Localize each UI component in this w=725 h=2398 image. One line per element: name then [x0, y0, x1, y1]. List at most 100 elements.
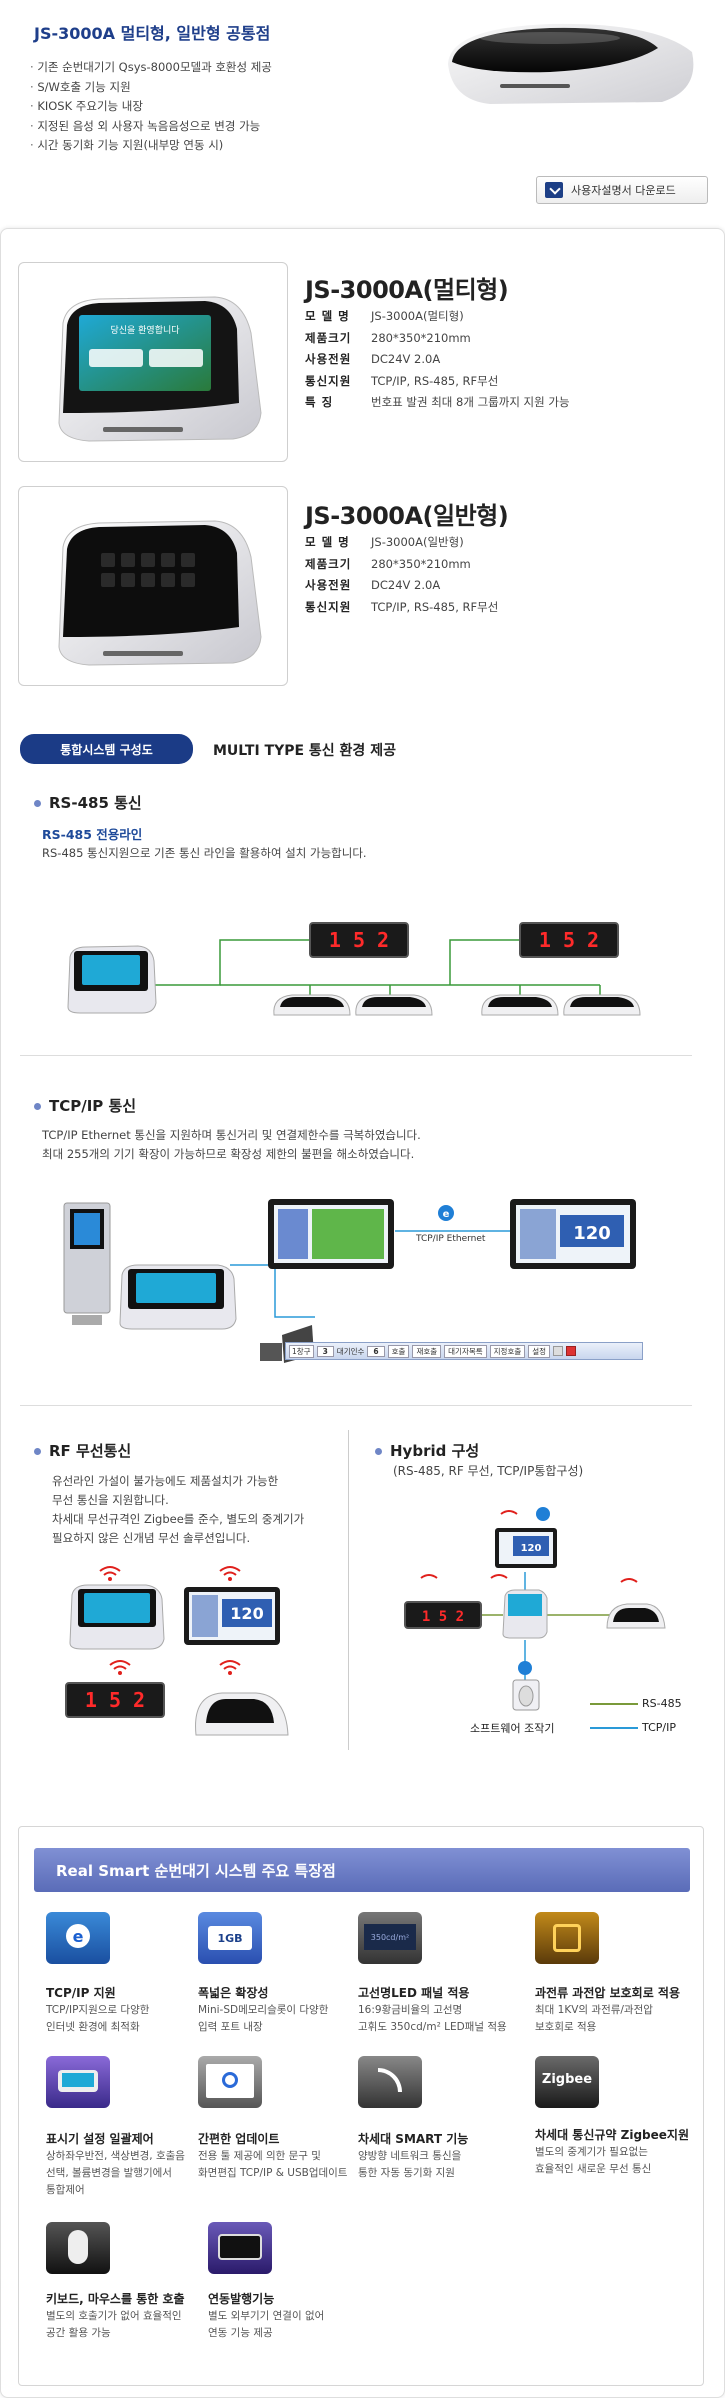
- mouse-icon: [46, 2222, 110, 2274]
- svg-text:1 5 2: 1 5 2: [422, 1609, 464, 1625]
- monitor-image: 120: [495, 1528, 557, 1568]
- rf-description: 유선라인 가설이 불가능에도 제품설치가 가능한 무선 통신을 지원합니다. 차…: [52, 1474, 305, 1545]
- led-display-image: 1 5 2: [65, 1682, 165, 1718]
- manual-download-button[interactable]: 사용자설명서 다운로드: [536, 176, 708, 204]
- product-screen-greeting: 당신을 환영합니다: [110, 324, 180, 336]
- page-title: JS-3000A 멀티형, 일반형 공통점: [34, 24, 271, 43]
- feature-title: 차세대 SMART 기능: [358, 2132, 469, 2146]
- svg-text:e: e: [443, 1209, 450, 1220]
- mouse-controller-image: [512, 1679, 540, 1711]
- led-display-image: 1 5 2: [309, 922, 409, 958]
- feature-title: TCP/IP 지원: [46, 1986, 116, 2000]
- call-pager-image: [606, 1603, 666, 1629]
- linked-ticket-icon: [208, 2222, 272, 2274]
- common-feature-item: S/W호출 기능 지원: [30, 78, 272, 98]
- monitor-image: 120: [184, 1587, 280, 1645]
- toolbar-waiting-label: 대기인수: [336, 1346, 365, 1356]
- ethernet-icon: [518, 1507, 550, 1675]
- ticket-dispenser-image: [67, 945, 157, 1014]
- product-image-standard: [18, 486, 288, 686]
- toolbar-counter-value: 3: [316, 1345, 334, 1357]
- common-feature-item: 시간 동기화 기능 지원(내부망 연동 시): [30, 136, 272, 156]
- product-title-multi: JS-3000A(멀티형): [305, 276, 509, 304]
- monitor-number: 120: [573, 1223, 611, 1244]
- ticket-dispenser-image: [502, 1589, 548, 1639]
- hybrid-diagram: 120 1 5 2: [404, 1507, 666, 1711]
- svg-text:1 5 2: 1 5 2: [85, 1688, 145, 1712]
- led-panel-icon: 350cd/m²: [358, 1912, 422, 1964]
- feature-title: 차세대 통신규약 Zigbee지원: [535, 2128, 689, 2142]
- ethernet-icon: e: [438, 1205, 454, 1221]
- device-control-icon: [46, 2056, 110, 2108]
- toolbar-call-button[interactable]: 호출: [387, 1344, 410, 1358]
- rs485-subheading: RS-485 전용라인: [42, 827, 143, 842]
- wifi-icon: [99, 1566, 241, 1670]
- toolbar-recall-button[interactable]: 재호출: [412, 1344, 442, 1358]
- zigbee-icon: Zigbee: [535, 2056, 599, 2108]
- tcpip-description-1: TCP/IP Ethernet 통신을 지원하며 통신거리 및 연결제한수를 극…: [42, 1128, 421, 1142]
- toolbar-minimize-icon[interactable]: [553, 1346, 564, 1356]
- column-divider: [348, 1430, 349, 1750]
- call-software-toolbar: 1창구 3 대기인수 6 호출 재호출 대기자목록 지정호출 설정: [285, 1342, 643, 1360]
- call-pager-image: [195, 1692, 289, 1736]
- toolbar-assign-button[interactable]: 지정호출: [489, 1344, 526, 1358]
- svg-text:1 5 2: 1 5 2: [539, 928, 599, 952]
- rs485-diagram: 1 5 2 1 5 2: [67, 922, 641, 1016]
- common-feature-item: 기존 순번대기기 Qsys-8000모델과 호환성 제공: [30, 58, 272, 78]
- common-feature-item: 지정된 음성 외 사용자 녹음음성으로 변경 가능: [30, 117, 272, 137]
- sd-card-icon: 1GB: [198, 1912, 262, 1964]
- tcpip-description-2: 최대 255개의 기기 확장이 가능하므로 확장성 제한의 불편을 해소하였습니…: [42, 1147, 415, 1161]
- common-feature-list: 기존 순번대기기 Qsys-8000모델과 호환성 제공 S/W호출 기능 지원…: [30, 58, 272, 156]
- manual-download-label: 사용자설명서 다운로드: [571, 184, 676, 197]
- toolbar-close-icon[interactable]: [566, 1346, 577, 1356]
- feature-title: 폭넓은 확장성: [198, 1986, 269, 2000]
- toolbar-settings-button[interactable]: 설정: [528, 1344, 551, 1358]
- system-diagram-subtitle: MULTI TYPE 통신 환경 제공: [213, 743, 396, 759]
- hybrid-subheading: (RS-485, RF 무선, TCP/IP통합구성): [393, 1464, 584, 1478]
- svg-text:1 5 2: 1 5 2: [329, 928, 389, 952]
- monitor-image: [268, 1199, 394, 1269]
- common-feature-item: KIOSK 주요기능 내장: [30, 97, 272, 117]
- system-diagram-tab[interactable]: 통합시스템 구성도: [20, 734, 193, 764]
- feature-title: 표시기 설정 일괄제어: [46, 2132, 154, 2146]
- rs485-description: RS-485 통신지원으로 기존 통신 라인을 활용하여 설치 가능합니다.: [42, 846, 367, 860]
- feature-title: 과전류 과전압 보호회로 적용: [535, 1986, 681, 2000]
- svg-text:120: 120: [521, 1543, 542, 1554]
- section-divider: [20, 1055, 692, 1056]
- feature-title: 고선명LED 패널 적용: [358, 1986, 470, 2000]
- toolbar-waitlist-button[interactable]: 대기자목록: [444, 1344, 487, 1358]
- ticket-dispenser-image: [69, 1584, 165, 1650]
- toolbar-waiting-value: 6: [367, 1345, 385, 1357]
- wifi-icon: [420, 1510, 638, 1583]
- download-icon: [545, 182, 563, 198]
- toolbar-counter: 1창구: [289, 1344, 314, 1358]
- tcpip-heading: TCP/IP 통신: [34, 1095, 136, 1116]
- section-divider: [20, 1405, 692, 1406]
- circuit-icon: [535, 1912, 599, 1964]
- kiosk-image: [63, 1202, 111, 1325]
- led-display-image: 1 5 2: [404, 1601, 482, 1629]
- feature-title: 간편한 업데이트: [198, 2132, 280, 2146]
- product-hero-image: [448, 23, 694, 104]
- product-image-multi: 당신을 환영합니다: [18, 262, 288, 462]
- tcpip-diagram: e TCP/IP Ethernet 120: [63, 1199, 636, 1363]
- ticket-dispenser-image: [119, 1264, 237, 1330]
- legend-rs485-swatch: [590, 1703, 638, 1705]
- legend-rs485-label: RS-485: [642, 1697, 682, 1710]
